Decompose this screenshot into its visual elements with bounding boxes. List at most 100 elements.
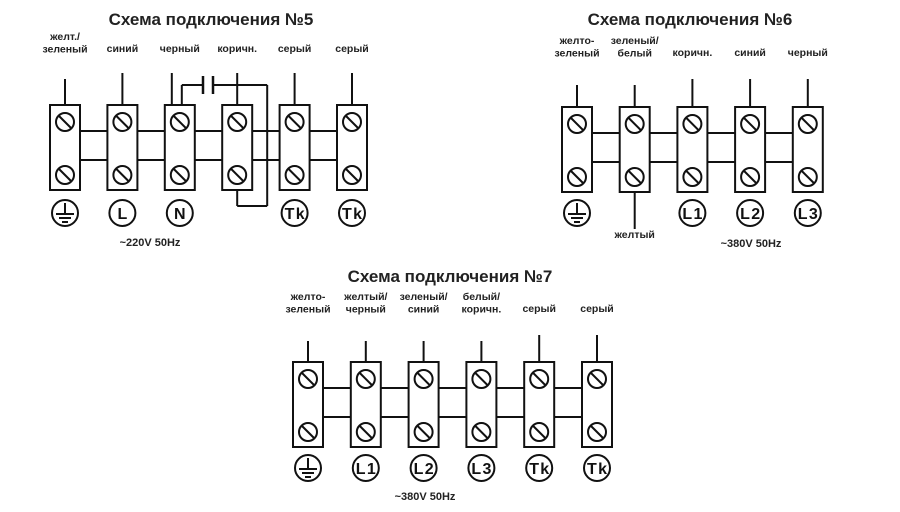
terminal-block: желто-зеленый [285,291,331,482]
wire-label: желто- [559,35,595,47]
terminal-symbol-l3: L3 [467,454,496,482]
screw-slot [301,425,315,439]
terminal-symbol-l2: L2 [736,199,765,227]
terminal-symbol-l1: L1 [351,454,380,482]
symbol-circle [351,454,380,482]
scheme-5-title: Схема подключения №5 [109,10,314,29]
symbol-label: L2 [414,461,434,478]
bottom-wire-label: желтый [614,229,655,241]
symbol-circle [793,199,822,227]
symbol-circle [736,199,765,227]
symbol-circle [467,454,496,482]
terminal-symbol-n: N [165,199,194,227]
wire-label: серый [335,43,369,55]
ground-circle [51,199,79,227]
screw-slot [743,170,757,184]
symbol-circle [409,454,438,482]
scheme-6: Схема подключения №6 ~380V 50Hz желто-зе… [554,10,827,250]
screw-slot [301,372,315,386]
screw-slot [685,117,700,131]
symbol-circle [338,199,366,227]
wire-label: серый [580,303,614,315]
terminal-symbol-l2: L2 [409,454,438,482]
symbol-label: Tk [529,461,549,478]
terminal-symbol-tk: Tk [525,454,554,482]
screw-slot [345,115,359,129]
terminal-block: желт./зеленый [42,31,88,227]
symbol-circle [108,199,137,227]
symbol-label: Tk [587,461,607,478]
scheme-5: Схема подключения №5 ~220V 50Hz желт./зе… [42,10,368,249]
wire-label: зеленый [285,304,330,316]
screw-slot [359,425,373,439]
wire-label: коричн. [673,47,713,59]
symbol-label: L1 [682,206,702,223]
symbol-label: Tk [342,206,362,223]
screw-slot [230,168,244,182]
terminal-symbol-tk: Tk [583,454,611,482]
symbol-label: L2 [740,206,760,223]
ground-icon [294,454,322,482]
screw-slot [287,168,302,182]
terminal-symbol-l3: L3 [793,199,822,227]
symbol-label: L1 [356,461,376,478]
screw-slot [474,425,489,439]
screw-slot [173,115,187,129]
wire-label: черный [788,47,828,59]
wire-label: желтый/ [343,291,387,303]
screw-slot [590,425,604,439]
ground-circle [294,454,322,482]
screw-slot [570,117,584,131]
screw-slot [173,168,187,182]
screw-slot [474,372,489,386]
screw-slot [590,372,604,386]
ground-icon [51,199,79,227]
scheme-7: Схема подключения №7 ~380V 50Hz желто-зе… [285,267,613,503]
wire-label: черный [160,43,200,55]
screw-slot [115,115,130,129]
screw-slot [230,115,244,129]
screw-slot [570,170,584,184]
terminal-block: коричн. [217,43,257,191]
scheme-5-supply: ~220V 50Hz [120,237,181,249]
screw-slot [743,117,757,131]
wire-label: зеленый/ [400,291,448,303]
symbol-circle [280,199,309,227]
screw-slot [287,115,302,129]
terminal-symbol-l: L [108,199,137,227]
screw-slot [416,372,431,386]
wire-label: белый/ [463,291,500,303]
screw-slot [416,425,431,439]
terminal-block: желто-зеленый [554,35,600,227]
wire-label: желт./ [49,31,80,43]
scheme-7-title: Схема подключения №7 [348,267,553,286]
wire-label: коричн. [462,304,502,316]
scheme-6-supply: ~380V 50Hz [721,238,782,250]
scheme-7-supply: ~380V 50Hz [395,491,456,503]
screw-slot [532,425,546,439]
screw-slot [801,117,815,131]
wire-label: серый [522,303,556,315]
terminal-block: белый/коричн. L3 [462,291,502,482]
terminal-block: коричн. L1 [673,47,713,227]
screw-slot [58,115,72,129]
screw-slot [359,372,373,386]
wire-label: желто- [290,291,326,303]
wire-label: синий [408,304,440,316]
symbol-label: L3 [798,206,818,223]
symbol-circle [678,199,707,227]
screw-slot [532,372,546,386]
wire-label: синий [107,43,139,55]
scheme-6-title: Схема подключения №6 [588,10,793,29]
wire-label: серый [278,43,312,55]
